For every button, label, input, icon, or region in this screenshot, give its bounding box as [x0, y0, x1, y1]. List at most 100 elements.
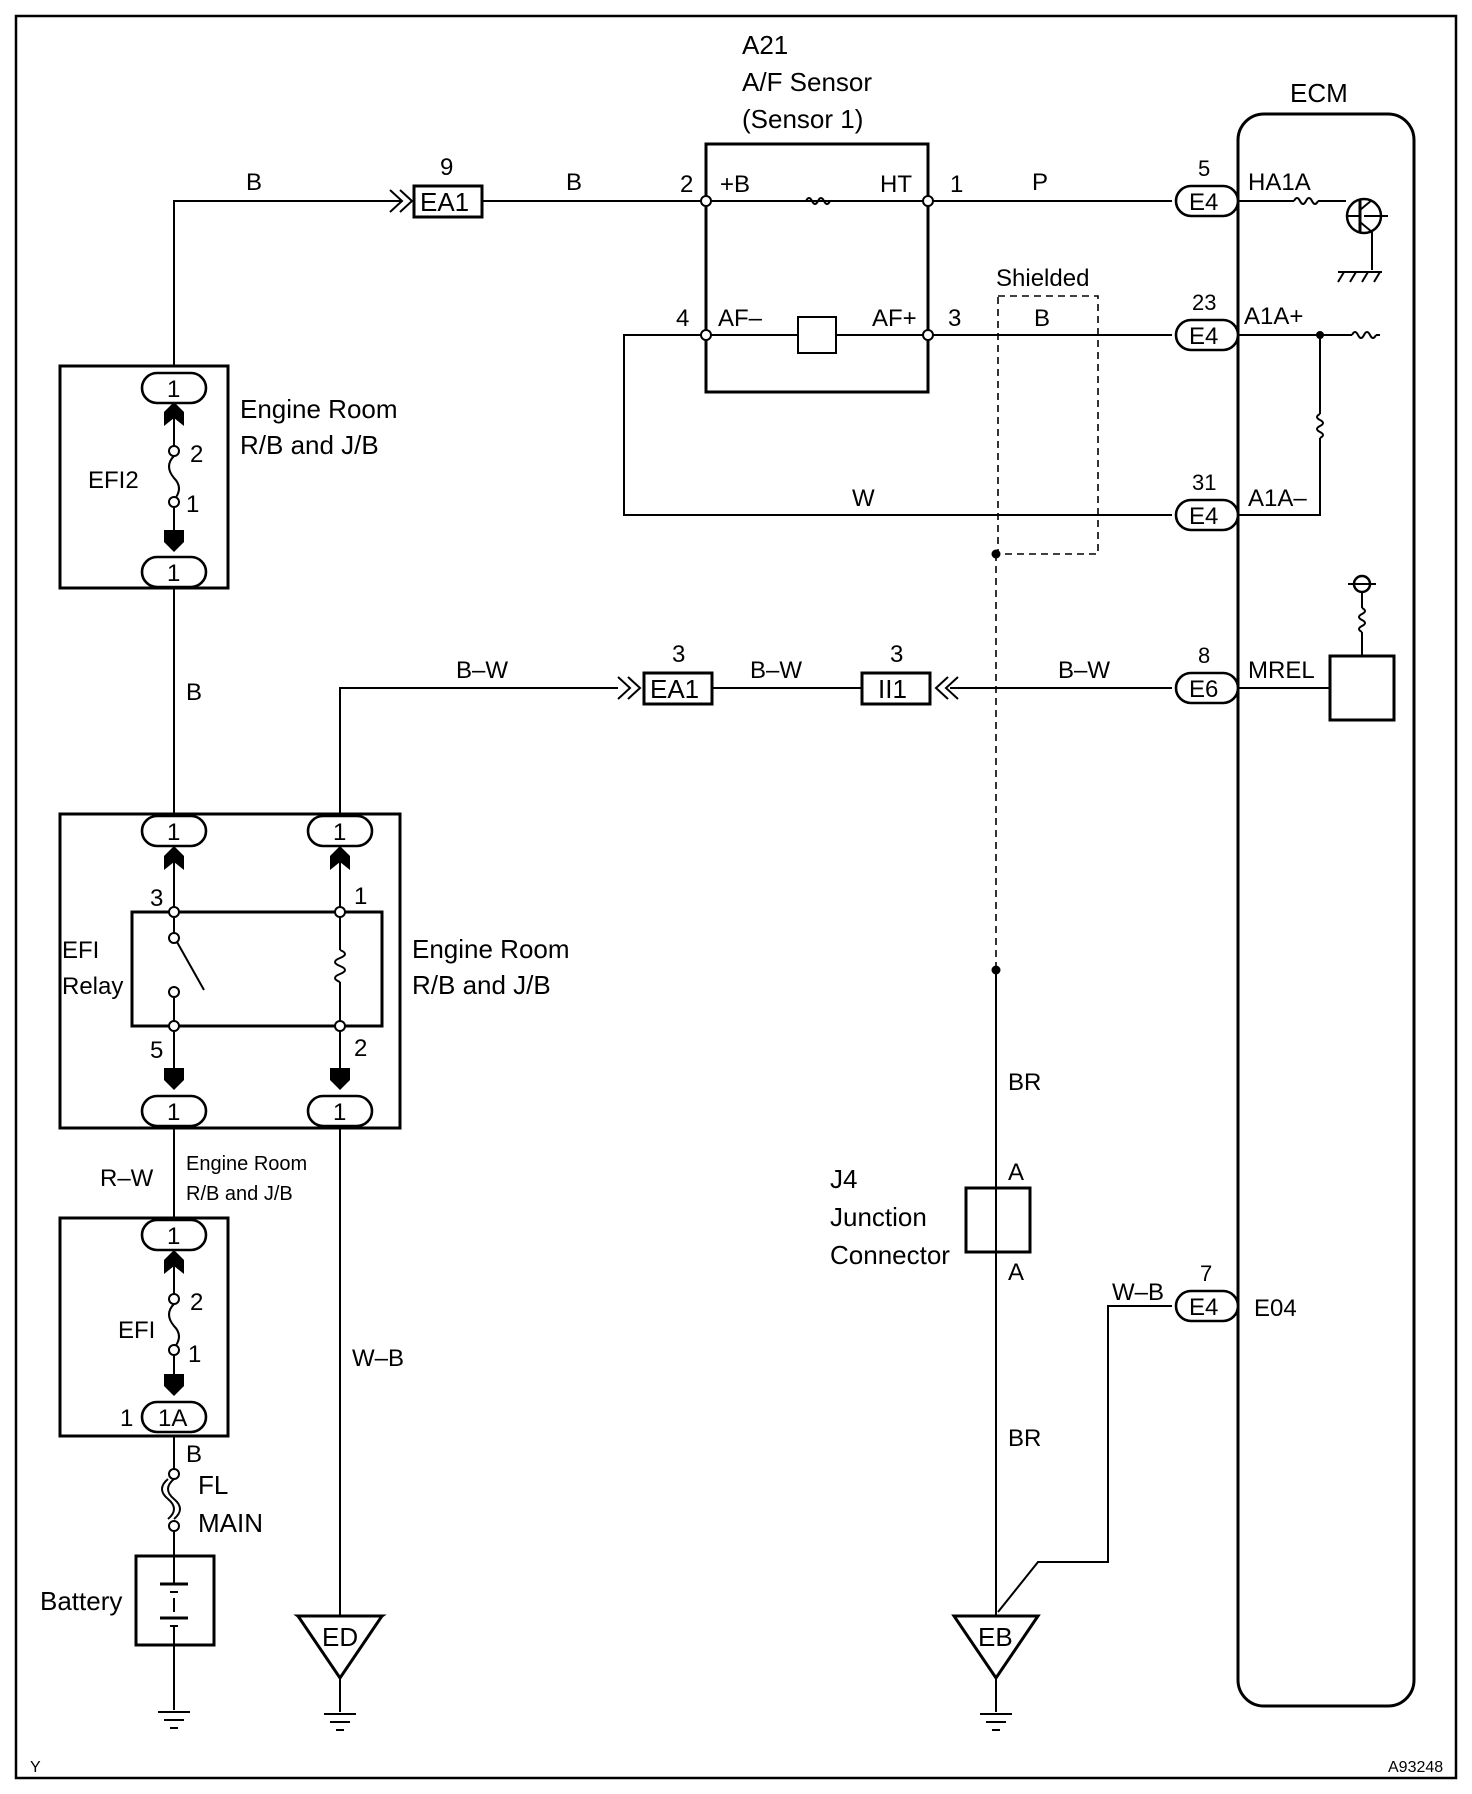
- wires: [173, 200, 1172, 1712]
- efi2-c-top: 1: [167, 376, 180, 403]
- wire-br-1: BR: [1008, 1069, 1041, 1096]
- junction-l2: Junction: [830, 1202, 927, 1232]
- e4-31: E4: [1189, 503, 1218, 530]
- ground-ed-label: ED: [322, 1622, 358, 1652]
- af-sensor: A21 A/F Sensor (Sensor 1) +B HT AF– AF+ …: [676, 30, 963, 394]
- shield: Shielded: [991, 265, 1099, 975]
- small-box-label-2: R/B and J/B: [186, 1183, 293, 1205]
- e6-8-pin: 8: [1198, 643, 1210, 668]
- wire-b-1: B: [246, 169, 262, 196]
- ecm-a1am: A1A–: [1248, 485, 1307, 512]
- ecm: ECM E4 5 E4 23 E4 31 E6 8 E4 7 HA1A A1A+…: [1174, 78, 1416, 1708]
- main-label: MAIN: [198, 1508, 263, 1538]
- connector-ea1-mid: EA1 3: [617, 641, 714, 706]
- ecm-mrel: MREL: [1248, 657, 1315, 684]
- ecm-e04: E04: [1254, 1295, 1297, 1322]
- sensor-n2: 2: [680, 171, 693, 198]
- fl-label: FL: [198, 1470, 228, 1500]
- ea1-top-label: EA1: [420, 187, 469, 217]
- ii1-pin: 3: [890, 641, 903, 668]
- e4-31-pin: 31: [1192, 470, 1216, 495]
- e4-23: E4: [1189, 323, 1218, 350]
- pin-ht: HT: [880, 171, 912, 198]
- junction-l1: J4: [830, 1164, 857, 1194]
- e4-23-pin: 23: [1192, 290, 1216, 315]
- efi-pin-1: 1: [188, 1341, 201, 1368]
- e4-5-pin: 5: [1198, 156, 1210, 181]
- pin-afp: AF+: [872, 305, 917, 332]
- ground-eb: EB: [951, 1614, 1041, 1681]
- wire-wb-2: W–B: [1112, 1279, 1164, 1306]
- connector-ii1: II1 3: [860, 641, 959, 706]
- e4-7-pin: 7: [1200, 1261, 1212, 1286]
- junction-j4: A A J4 Junction Connector: [830, 1159, 1032, 1286]
- sensor-id: A21: [742, 30, 788, 60]
- e4-5: E4: [1189, 189, 1218, 216]
- wire-br-2: BR: [1008, 1425, 1041, 1452]
- ecm-ha1a: HA1A: [1248, 169, 1311, 196]
- e6-8: E6: [1189, 676, 1218, 703]
- wire-b-3: B: [1034, 305, 1050, 332]
- relay-box-label-2: R/B and J/B: [412, 970, 551, 1000]
- relay-c-tl: 1: [167, 819, 180, 846]
- efi-name: EFI: [118, 1317, 155, 1344]
- ii1-label: II1: [878, 674, 907, 704]
- efi-n1: 1: [120, 1405, 133, 1432]
- ground-symbols: [158, 1711, 1012, 1731]
- relay-pin-2: 2: [354, 1035, 367, 1062]
- sensor-sub: (Sensor 1): [742, 104, 863, 134]
- efi2-pin-2: 2: [190, 441, 203, 468]
- footer-right: A93248: [1388, 1759, 1443, 1776]
- efi2-pin-1: 1: [186, 491, 199, 518]
- sensor-n3: 3: [948, 305, 961, 332]
- ecm-title: ECM: [1290, 78, 1348, 108]
- wire-b-4: B: [186, 679, 202, 706]
- connector-ea1-top: EA1 9: [389, 154, 484, 219]
- efi2-name: EFI2: [88, 467, 139, 494]
- sensor-n4: 4: [676, 305, 689, 332]
- efi-relay-box: 1 1 1 1 3 1 5 2 EFI: [58, 812, 402, 1130]
- sensor-name: A/F Sensor: [742, 67, 872, 97]
- relay-pin-1: 1: [354, 883, 367, 910]
- relay-c-br: 1: [333, 1099, 346, 1126]
- efi2-box-label-2: R/B and J/B: [240, 430, 379, 460]
- outer-frame: [14, 14, 1458, 1780]
- ea1-top-pin: 9: [440, 154, 453, 181]
- efi-box: 1 1A 1 EFI 2 1: [58, 1216, 230, 1438]
- battery: Battery: [40, 1554, 216, 1647]
- ecm-a1ap: A1A+: [1244, 303, 1303, 330]
- wire-b-5: B: [186, 1441, 202, 1468]
- wire-bw-2: B–W: [750, 657, 802, 684]
- fl-main-fuse: FL MAIN: [161, 1468, 263, 1538]
- efi2-box-label-1: Engine Room: [240, 394, 398, 424]
- efi-c-top: 1: [167, 1223, 180, 1250]
- junction-a-top: A: [1008, 1159, 1024, 1186]
- pin-afm: AF–: [718, 305, 763, 332]
- small-box-label-1: Engine Room: [186, 1153, 307, 1175]
- relay-box-label-1: Engine Room: [412, 934, 570, 964]
- sensor-n1: 1: [950, 171, 963, 198]
- wire-bw-3: B–W: [1058, 657, 1110, 684]
- efi2-c-bot: 1: [167, 560, 180, 587]
- pin-pb: +B: [720, 171, 750, 198]
- wire-b-2: B: [566, 169, 582, 196]
- battery-label: Battery: [40, 1586, 122, 1616]
- efi-pin-2: 2: [190, 1289, 203, 1316]
- junction-a-bot: A: [1008, 1259, 1024, 1286]
- wire-bw-1: B–W: [456, 657, 508, 684]
- relay-c-bl: 1: [167, 1099, 180, 1126]
- junction-l3: Connector: [830, 1240, 950, 1270]
- relay-pin-3: 3: [150, 885, 163, 912]
- e4-7: E4: [1189, 1294, 1218, 1321]
- wire-p: P: [1032, 169, 1048, 196]
- relay-c-tr: 1: [333, 819, 346, 846]
- wire-rw: R–W: [100, 1165, 154, 1192]
- efi-c-1a: 1A: [158, 1405, 187, 1432]
- ground-eb-label: EB: [978, 1622, 1013, 1652]
- footer-left: Y: [30, 1759, 41, 1776]
- shielded-label: Shielded: [996, 265, 1089, 292]
- ground-ed: ED: [293, 1614, 387, 1681]
- relay-pin-5: 5: [150, 1037, 163, 1064]
- ea1-mid-label: EA1: [650, 674, 699, 704]
